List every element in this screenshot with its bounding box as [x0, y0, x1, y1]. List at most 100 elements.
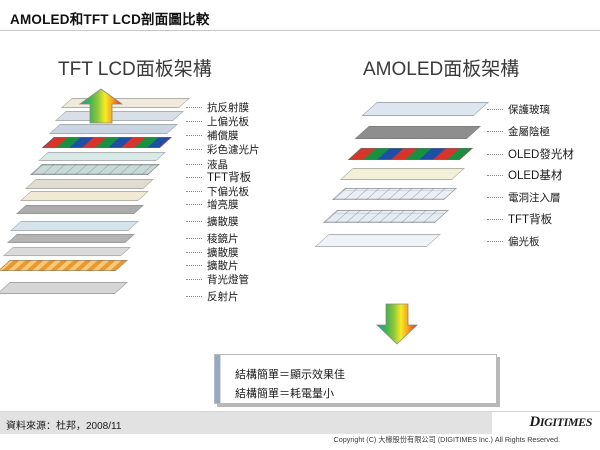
lcd-layer-13 [0, 260, 128, 271]
amoled-layer-3 [347, 148, 473, 160]
lcd-layer-7 [24, 179, 154, 189]
amoled-layer-2 [354, 126, 481, 139]
leader-dots [186, 106, 202, 108]
page-title: AMOLED和TFT LCD剖面圖比較 [10, 12, 210, 27]
leader-dots [487, 175, 503, 177]
amoled-layer-7 [314, 234, 441, 247]
layer-name-text: 擴散膜 [207, 216, 239, 228]
layer-name-text: 補償膜 [207, 130, 239, 142]
amoled-layer-stack-diagram [314, 100, 495, 305]
layer-name-text: 彩色濾光片 [207, 144, 260, 156]
amoled-section-heading: AMOLED面板架構 [363, 59, 520, 80]
lcd-layer-4 [41, 137, 172, 148]
footer-divider [0, 411, 600, 412]
leader-dots [186, 237, 202, 239]
oled-label-2: 金屬陰極 [487, 127, 550, 138]
leader-dots [186, 148, 202, 150]
conclusion-callout-box: 結構簡單＝顯示效果佳 結構簡單＝耗電量小 [214, 354, 497, 404]
leader-dots [487, 108, 503, 110]
lcd-label-13: 背光燈管 [186, 275, 249, 286]
layer-name-text: 液晶 [207, 159, 228, 171]
layer-name-text: 上偏光板 [207, 116, 249, 128]
callout-line-1: 結構簡單＝顯示效果佳 [235, 369, 345, 381]
leader-dots [186, 220, 202, 222]
leader-dots [487, 240, 503, 242]
lcd-layer-11 [7, 234, 136, 243]
layer-name-text: TFT背板 [207, 172, 252, 184]
leader-dots [186, 134, 202, 136]
layer-name-text: 稜鏡片 [207, 233, 239, 245]
leader-dots [186, 264, 202, 266]
lcd-layer-3 [48, 124, 178, 134]
oled-label-3: OLED發光材 [487, 149, 574, 162]
lcd-label-2: 上偏光板 [186, 117, 249, 128]
lcd-section-heading: TFT LCD面板架構 [58, 59, 212, 80]
lcd-layer-9 [16, 205, 145, 214]
amoled-layer-4 [339, 168, 465, 180]
leader-dots [186, 203, 202, 205]
leader-dots [186, 295, 202, 297]
lcd-layer-12 [3, 247, 132, 256]
leader-dots [186, 190, 202, 192]
digitimes-logo: DIGITIMES [529, 414, 592, 431]
lcd-layer-stack-diagram [0, 92, 195, 332]
lcd-label-14: 反射片 [186, 292, 239, 303]
footer-band [0, 412, 492, 434]
amoled-layer-1 [361, 102, 489, 116]
lcd-layer-6 [29, 164, 160, 175]
lcd-label-12: 擴散片 [186, 261, 239, 272]
layer-name-text: 保護玻璃 [508, 104, 550, 116]
amoled-layer-6 [322, 210, 449, 223]
layer-name-text: OLED發光材 [508, 149, 574, 161]
lcd-label-11: 擴散膜 [186, 248, 239, 259]
lcd-label-7: 下偏光板 [186, 187, 249, 198]
oled-label-1: 保護玻璃 [487, 105, 550, 116]
leader-dots [487, 130, 503, 132]
leader-dots [487, 219, 503, 221]
logo-d-glyph: D [529, 414, 540, 430]
lcd-label-9: 擴散膜 [186, 217, 239, 228]
layer-name-text: 反射片 [207, 291, 239, 303]
lcd-layer-8 [19, 191, 149, 201]
callout-line-2: 結構簡單＝耗電量小 [235, 388, 334, 400]
leader-dots [186, 163, 202, 165]
lcd-label-1: 抗反射膜 [186, 103, 249, 114]
leader-dots [186, 120, 202, 122]
lcd-light-direction-arrow [78, 88, 124, 124]
title-divider [0, 30, 600, 31]
layer-name-text: 背光燈管 [207, 274, 249, 286]
leader-dots [487, 196, 503, 198]
amoled-light-direction-arrow [375, 303, 419, 345]
lcd-layer-14 [0, 282, 128, 294]
lcd-label-6: TFT背板 [186, 172, 252, 185]
lcd-layer-5 [38, 152, 166, 161]
oled-label-7: 偏光板 [487, 237, 540, 248]
leader-dots [186, 177, 202, 179]
oled-label-4: OLED基材 [487, 170, 563, 183]
lcd-label-8: 增亮膜 [186, 200, 239, 211]
layer-name-text: 偏光板 [508, 236, 540, 248]
logo-wordmark: IGITIMES [539, 415, 593, 429]
lcd-label-3: 補償膜 [186, 131, 239, 142]
layer-name-text: 擴散片 [207, 260, 239, 272]
source-note: 資料來源：杜邦，2008/11 [6, 421, 122, 432]
leader-dots [186, 251, 202, 253]
oled-label-6: TFT背板 [487, 214, 553, 227]
layer-name-text: OLED基材 [508, 170, 563, 182]
layer-name-text: 增亮膜 [207, 199, 239, 211]
layer-name-text: 擴散膜 [207, 247, 239, 259]
lcd-layer-10 [9, 221, 139, 231]
copyright-note: Copyright (C) 大椽股份有限公司 (DIGITIMES Inc.) … [333, 435, 560, 444]
amoled-layer-5 [331, 188, 457, 200]
layer-name-text: 抗反射膜 [207, 102, 249, 114]
layer-name-text: 下偏光板 [207, 186, 249, 198]
lcd-label-4: 彩色濾光片 [186, 145, 260, 156]
layer-name-text: 電洞注入層 [508, 192, 561, 204]
leader-dots [186, 278, 202, 280]
oled-label-5: 電洞注入層 [487, 193, 561, 204]
layer-name-text: 金屬陰極 [508, 126, 550, 138]
layer-name-text: TFT背板 [508, 214, 553, 226]
leader-dots [487, 154, 503, 156]
callout-accent-bar [215, 355, 221, 403]
